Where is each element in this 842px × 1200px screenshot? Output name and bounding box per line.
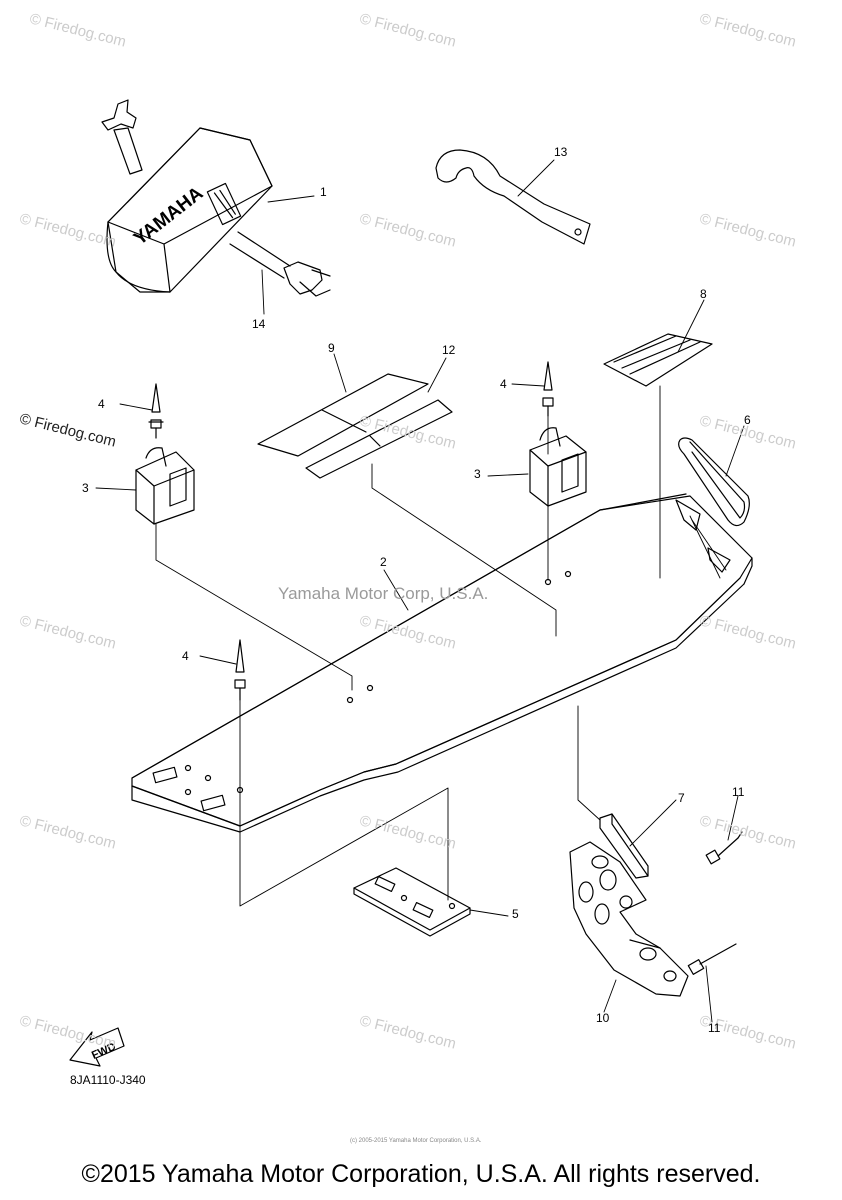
callout-13: 13 <box>554 145 568 159</box>
bracket-part-3-right <box>529 427 587 507</box>
spanner-part-13 <box>435 149 591 245</box>
block-part-7 <box>599 813 649 879</box>
callout-2: 2 <box>380 555 387 569</box>
callout-12: 12 <box>442 343 456 357</box>
callout-5: 5 <box>512 907 519 921</box>
callout-3-left: 3 <box>82 481 89 495</box>
plate-part-2 <box>131 493 753 833</box>
rivet-part-4-right <box>542 361 554 417</box>
rivet-part-4-left <box>148 383 164 439</box>
callout-4-bottom: 4 <box>182 649 189 663</box>
leader-lines <box>95 159 745 1023</box>
fine-print: (c) 2005-2015 Yamaha Motor Corporation, … <box>350 1138 482 1144</box>
guard-part-10 <box>569 841 689 997</box>
copyright-footer: ©2015 Yamaha Motor Corporation, U.S.A. A… <box>81 1160 761 1188</box>
fwd-arrow-icon <box>69 1027 125 1067</box>
callout-1: 1 <box>320 185 327 199</box>
callout-7: 7 <box>678 791 685 805</box>
pad-part-8 <box>603 333 713 387</box>
rivet-part-11-lower <box>687 943 737 975</box>
bracket-part-3-left <box>135 447 195 525</box>
callout-14: 14 <box>252 317 266 331</box>
diagram-code: 8JA1110-J340 <box>70 1073 146 1087</box>
rivet-part-4-bottom <box>234 639 246 701</box>
cover-part-1 <box>101 99 331 297</box>
callout-4-right: 4 <box>500 377 507 391</box>
center-watermark: Yamaha Motor Corp, U.S.A. <box>278 584 489 603</box>
callout-9: 9 <box>328 341 335 355</box>
plate-part-5 <box>353 867 471 937</box>
callout-8: 8 <box>700 287 707 301</box>
callout-10: 10 <box>596 1011 610 1025</box>
rivet-part-11-upper <box>705 831 743 865</box>
decal-part-9 <box>257 373 429 457</box>
callout-6: 6 <box>744 413 751 427</box>
callout-11-lower: 11 <box>708 1021 721 1035</box>
handle-part-6 <box>678 437 750 527</box>
decal-part-12 <box>305 399 453 479</box>
callout-4-left: 4 <box>98 397 105 411</box>
assembly-lines <box>155 385 727 907</box>
callout-11-upper: 11 <box>732 785 745 799</box>
callout-3-right: 3 <box>474 467 481 481</box>
